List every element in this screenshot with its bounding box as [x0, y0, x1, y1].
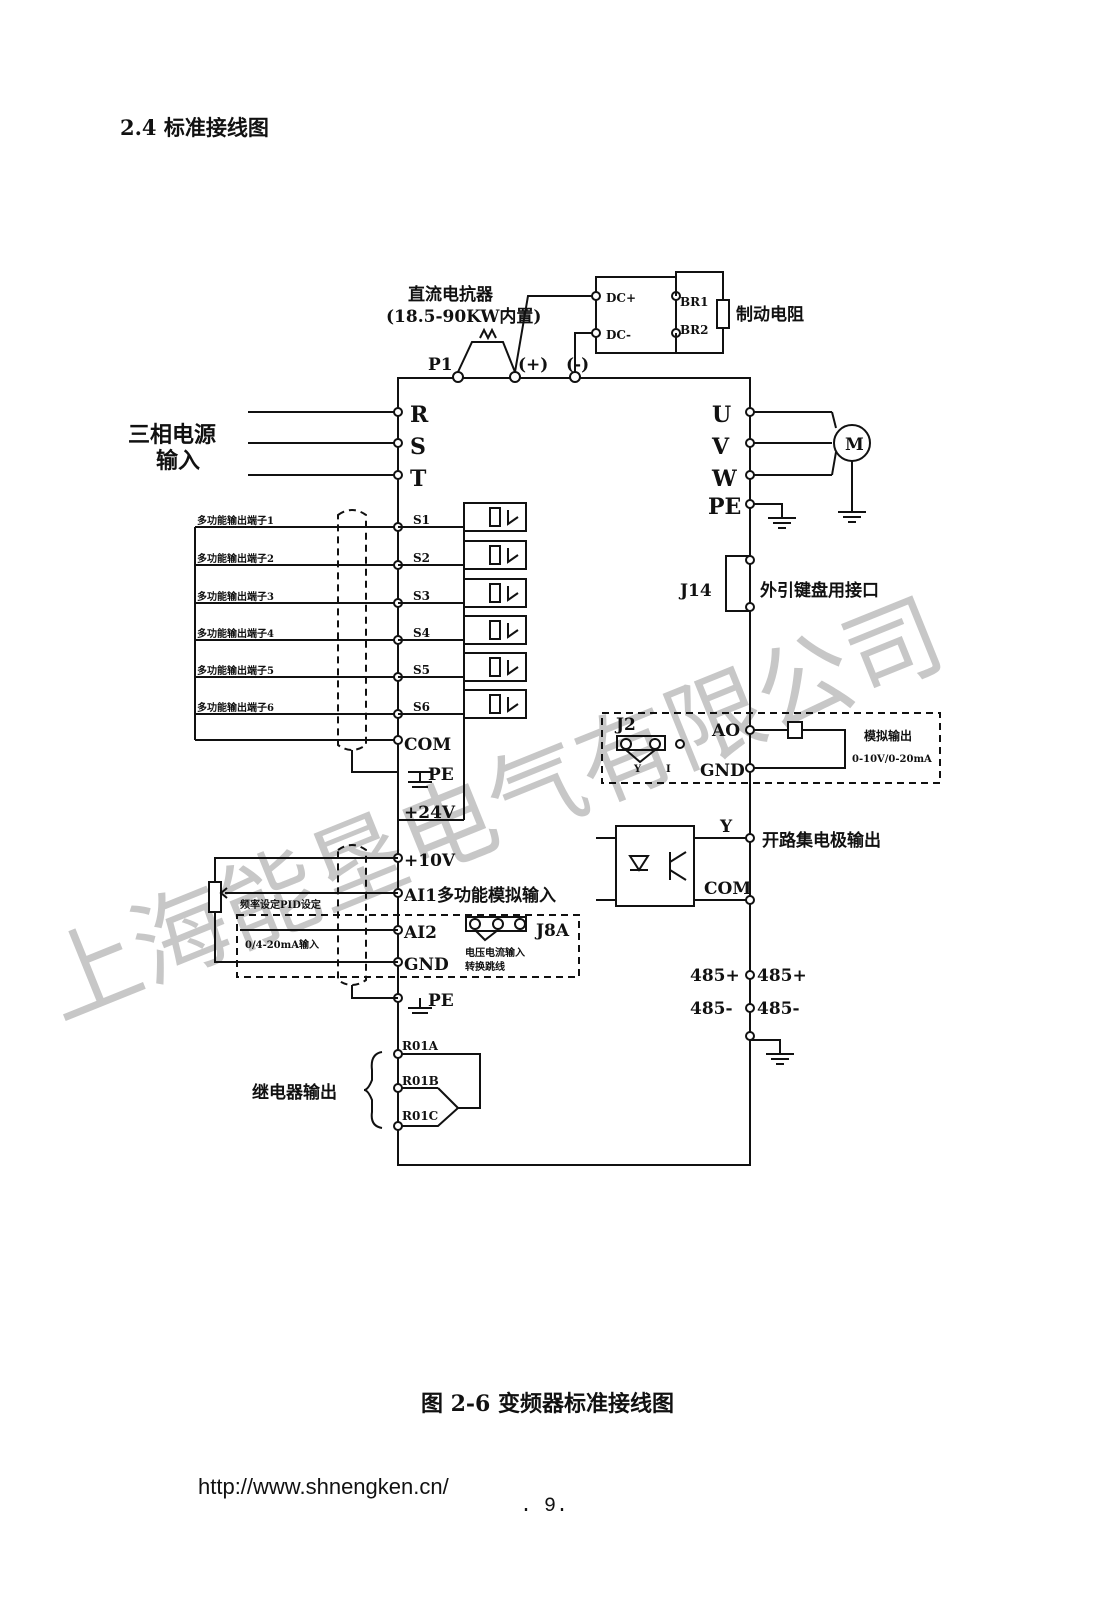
plus-label: (+): [518, 355, 548, 375]
j8a-label: J8A: [534, 921, 570, 941]
ao-label: AO: [711, 721, 740, 741]
ai1-label: AI1多功能模拟输入: [403, 885, 556, 906]
s-terminal-wires: [194, 509, 403, 773]
mo-term-2: 多功能输出端子2: [197, 552, 274, 565]
ext-keypad-label: 外引键盘用接口: [760, 580, 879, 601]
minus-label: (-): [566, 355, 589, 375]
r-label: R: [410, 402, 429, 428]
y-terminal-label: Y: [719, 817, 733, 837]
mo-term-5: 多功能输出端子5: [197, 664, 274, 677]
com2-label: COM: [704, 879, 751, 899]
m485-right: 485-: [757, 999, 800, 1019]
analog-range-label: 0-10V/0-20mA: [852, 754, 932, 765]
br2-label: BR2: [680, 323, 708, 337]
v-label: V: [711, 434, 730, 460]
vi-switch-label-2: 转换跳线: [465, 960, 505, 973]
w-label: W: [711, 466, 737, 492]
pe2-label: PE: [428, 765, 454, 785]
u-label: U: [712, 402, 731, 428]
open-collector-label: 开路集电极输出: [762, 830, 881, 851]
s-label: S: [410, 434, 426, 460]
gnd2-label: GND: [700, 761, 745, 781]
brake-resistor-label: 制动电阻: [736, 304, 804, 325]
relay-output-label: 继电器输出: [252, 1082, 337, 1103]
ai2-label: AI2: [403, 923, 437, 943]
gnd-label: GND: [404, 955, 449, 975]
p485-left: 485+: [690, 966, 740, 986]
plus10-label: +10V: [404, 851, 456, 871]
section-title: 2.4 标准接线图: [120, 115, 269, 140]
analog-output-label: 模拟输出: [864, 728, 912, 743]
s2-label: S2: [413, 551, 430, 565]
plus24-label: +24V: [404, 803, 456, 823]
s3-label: S3: [413, 589, 430, 603]
mo-term-3: 多功能输出端子3: [197, 590, 274, 603]
p485-right: 485+: [757, 966, 807, 986]
s4-label: S4: [413, 626, 430, 640]
s6-label: S6: [413, 700, 430, 714]
m485-left: 485-: [690, 999, 733, 1019]
optocouplers: [398, 502, 527, 821]
br1-label: BR1: [680, 295, 708, 309]
j2-i-label: I: [666, 764, 671, 775]
p1-label: P1: [428, 355, 453, 375]
ro1a-label: R01A: [402, 1039, 439, 1053]
dc-minus-label: DC-: [606, 328, 631, 342]
t-label: T: [410, 466, 427, 492]
mo-term-6: 多功能输出端子6: [197, 701, 274, 714]
mo-term-1: 多功能输出端子1: [197, 514, 274, 527]
s1-label: S1: [413, 513, 430, 527]
pe-label: PE: [708, 494, 741, 520]
dc-reactor-label: 直流电抗器: [408, 284, 494, 305]
three-phase-label: 三相电源: [128, 422, 216, 448]
j2-y-label: Y: [633, 764, 642, 775]
ro1c-label: R01C: [402, 1109, 438, 1123]
ro1b-label: R01B: [402, 1074, 439, 1088]
figure-caption: 图 2-6 变频器标准接线图: [420, 1391, 675, 1417]
vi-switch-label: 电压电流输入: [465, 946, 525, 959]
s5-label: S5: [413, 663, 430, 677]
pe3-label: PE: [428, 991, 454, 1011]
footer-url[interactable]: http://www.shnengken.cn/: [198, 1474, 449, 1499]
freq-pid-label: 频率设定PID设定: [240, 898, 321, 911]
dc-reactor-range: (18.5-90KW内置): [386, 306, 541, 327]
page-number: . 9.: [520, 1495, 569, 1518]
current-input-label: 0/4-20mA输入: [245, 938, 319, 951]
three-phase-label-2: 输入: [156, 448, 200, 474]
com-label: COM: [404, 735, 451, 755]
j2-label: J2: [614, 715, 636, 735]
j14-label: J14: [678, 581, 712, 601]
dc-plus-label: DC+: [606, 291, 636, 305]
mo-term-4: 多功能输出端子4: [197, 627, 274, 640]
motor-label: M: [845, 435, 864, 455]
